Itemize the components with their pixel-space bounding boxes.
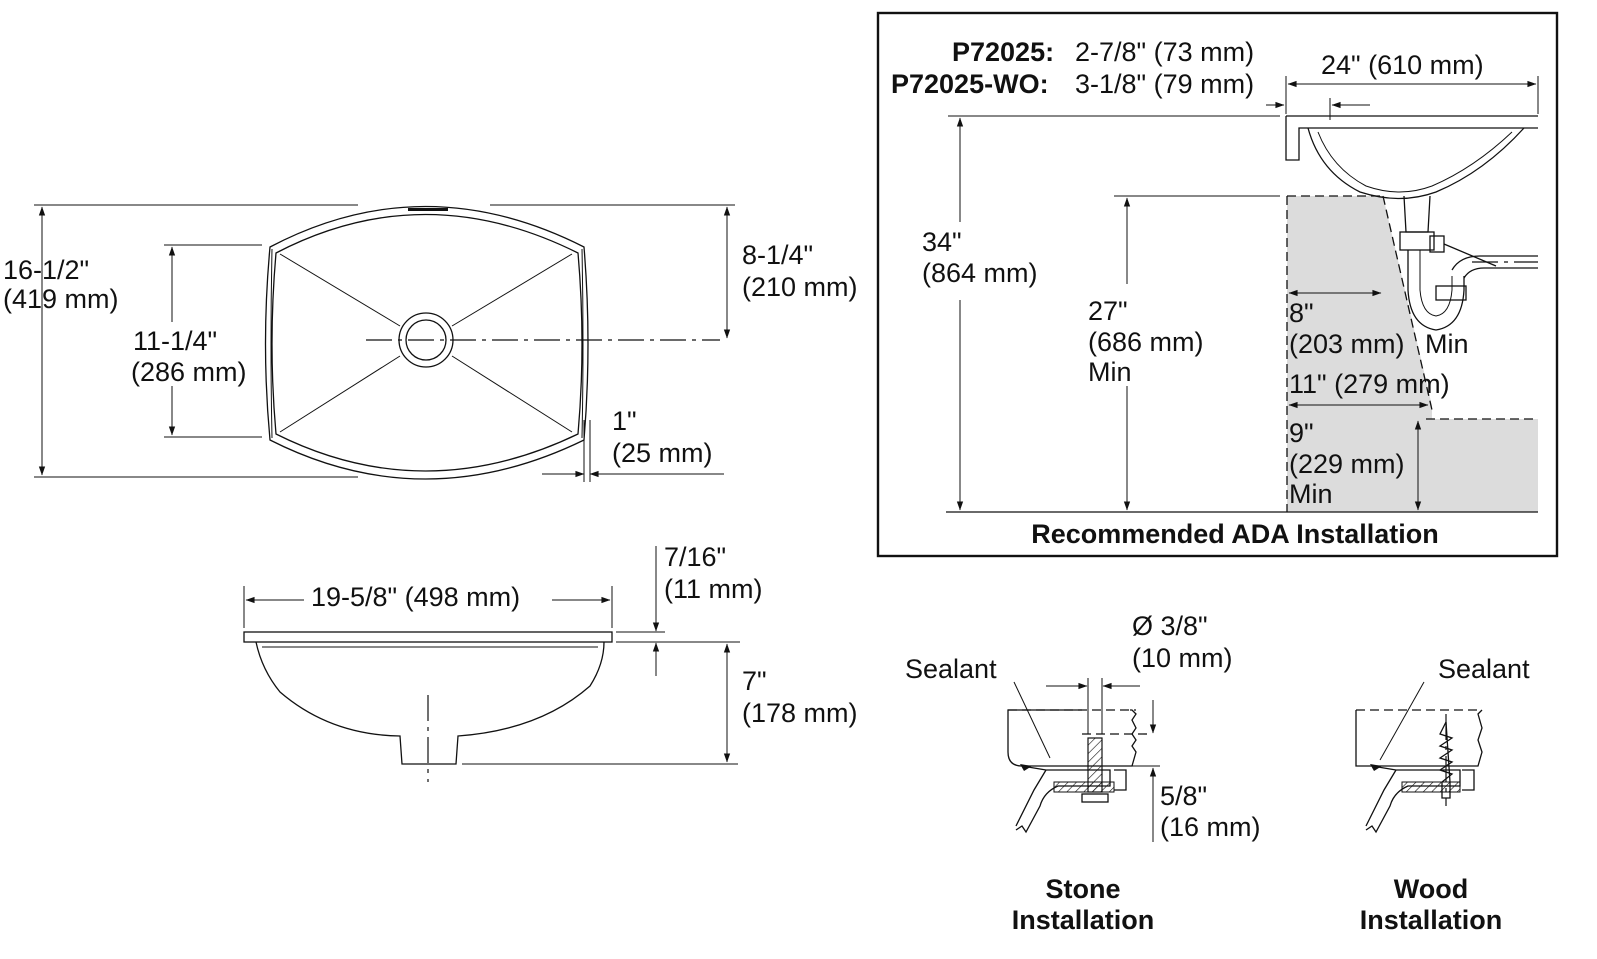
knee-depth-mm-label: (203 mm) [1289, 329, 1405, 359]
rim-thickness-mm-label: (11 mm) [664, 574, 763, 604]
trap-pipe-inner [1419, 250, 1453, 317]
knee-zone-slope [1382, 195, 1433, 411]
embed-label: 5/8" [1160, 781, 1207, 811]
slope-line-tr [451, 253, 573, 327]
wood-clip-leg [1462, 769, 1475, 791]
ada-frame [876, 11, 1559, 558]
knee-clearance-zone [1287, 196, 1538, 512]
wood-clip [1401, 781, 1461, 793]
stone-counter-outline [1007, 709, 1137, 767]
ada-panel: P72025: 2-7/8" (73 mm) P72025-WO: 3-1/8"… [876, 11, 1559, 558]
stone-installation: Sealant Ø 3/8" (10 mm) 5/8" (16 mm) Ston… [905, 611, 1261, 935]
overall-width-label: 19-5/8" (498 mm) [311, 582, 520, 612]
stone-bolt-nut [1081, 793, 1109, 803]
overall-depth-mm-label: (419 mm) [3, 284, 119, 314]
slope-line-bl [279, 355, 401, 433]
model-1-dim-label: 2-7/8" (73 mm) [1075, 37, 1254, 67]
bowl-contour-right [581, 248, 584, 439]
side-bowl [255, 641, 605, 765]
toe-height-min-label: Min [1289, 479, 1333, 509]
bolt-dia-mm-label: (10 mm) [1132, 643, 1233, 673]
wood-sealant-bead [1370, 764, 1382, 771]
ada-sink-bowl-inner [1317, 131, 1513, 193]
overflow-slot [408, 208, 448, 211]
bowl-height-label: 7" [742, 666, 767, 696]
wood-installation: Sealant Wood Installation [1355, 654, 1530, 935]
rim-thickness-label: 7/16" [664, 542, 726, 572]
bowl-height-mm-label: (178 mm) [742, 698, 858, 728]
bolt-dia-label: Ø 3/8" [1132, 611, 1208, 641]
wood-title-1: Wood [1394, 874, 1468, 904]
sink-inner-bowl [271, 213, 583, 472]
model-1-label: P72025: [952, 37, 1054, 67]
drain-offset-mm-label: (210 mm) [742, 272, 858, 302]
bowl-contour-left [270, 248, 273, 439]
wood-counter-outline [1355, 709, 1483, 767]
stone-sealant-label: Sealant [905, 654, 997, 684]
knee-height-min-label: Min [1088, 357, 1132, 387]
model-2-label: P72025-WO: [891, 69, 1049, 99]
knee-depth-min-label: Min [1425, 329, 1469, 359]
toe-depth-label: 11" (279 mm) [1289, 369, 1450, 399]
trap-nut [1399, 231, 1435, 251]
stone-title-2: Installation [1012, 905, 1155, 935]
stone-bolt [1087, 737, 1103, 793]
embed-mm-label: (16 mm) [1160, 812, 1261, 842]
wood-sealant-leader [1379, 681, 1425, 761]
knee-height-mm-label: (686 mm) [1088, 327, 1204, 357]
supply-line [1443, 243, 1497, 267]
model-2-dim-label: 3-1/8" (79 mm) [1075, 69, 1254, 99]
waste-arm [1451, 255, 1538, 279]
bowl-depth-label: 11-1/4" [133, 326, 217, 356]
stone-clip [1053, 781, 1115, 793]
knee-depth-label: 8" [1289, 298, 1314, 328]
toe-height-mm-label: (229 mm) [1289, 449, 1405, 479]
tailpiece [1403, 195, 1431, 233]
rim-width-label: 1" [612, 406, 637, 436]
wood-title-2: Installation [1360, 905, 1503, 935]
bowl-depth-mm-label: (286 mm) [131, 357, 247, 387]
side-view: 19-5/8" (498 mm) 7/16" (11 mm) 7" (178 m… [243, 542, 858, 782]
stone-sealant-bead [1020, 764, 1032, 771]
overall-depth-label: 16-1/2" [3, 255, 89, 285]
side-rim [243, 631, 613, 643]
drain-inner [405, 319, 447, 361]
counter-depth-label: 24" (610 mm) [1321, 50, 1484, 80]
ada-title: Recommended ADA Installation [1031, 519, 1439, 549]
trap-pipe [1407, 250, 1465, 331]
trap-slip-nut [1435, 285, 1467, 301]
counter-height-label: 34" [922, 227, 962, 257]
stone-clip-leg [1114, 769, 1127, 791]
slope-line-br [451, 355, 573, 433]
slope-line-tl [279, 253, 401, 327]
sink-outer-rim [264, 205, 589, 480]
top-view: 16-1/2" (419 mm) 11-1/4" (286 mm) 8-1/4"… [3, 204, 858, 482]
ada-sink-bowl [1307, 127, 1525, 200]
knee-height-label: 27" [1088, 296, 1128, 326]
wood-sealant-label: Sealant [1438, 654, 1530, 684]
rim-width-mm-label: (25 mm) [612, 438, 713, 468]
stone-title-1: Stone [1045, 874, 1120, 904]
toe-height-label: 9" [1289, 418, 1314, 448]
drain-offset-label: 8-1/4" [742, 240, 813, 270]
counter-height-mm-label: (864 mm) [922, 258, 1038, 288]
counter-front-edge [1285, 116, 1538, 161]
stone-sealant-leader [1013, 681, 1051, 759]
